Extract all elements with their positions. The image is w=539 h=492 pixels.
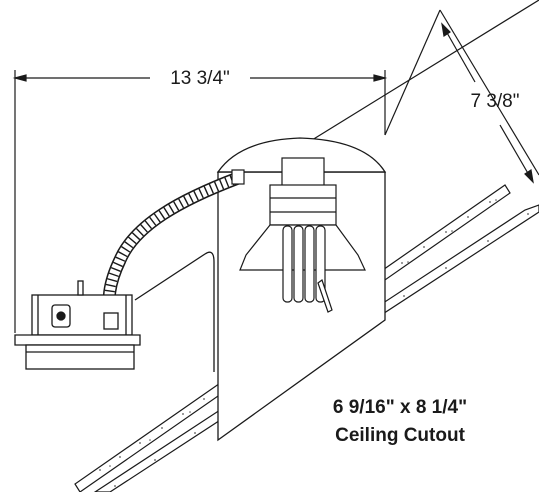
height-extension-bottom xyxy=(439,9,539,176)
socket-collar xyxy=(281,157,325,189)
conduit-connector xyxy=(231,169,245,185)
height-dimension xyxy=(384,9,539,184)
width-arrow-left xyxy=(12,74,27,82)
width-dimension-label: 13 3/4" xyxy=(170,68,230,89)
height-dimension-label: 7 3/8" xyxy=(470,91,519,112)
lamp-clip xyxy=(317,279,333,313)
height-extension-top xyxy=(384,9,441,136)
housing-dome xyxy=(216,137,387,173)
socket-body xyxy=(269,184,337,226)
cutout-size-label: 6 9/16" x 8 1/4" xyxy=(333,397,467,418)
width-dimension xyxy=(12,70,388,333)
cutout-caption: Ceiling Cutout xyxy=(335,425,465,446)
conduit-clamp xyxy=(103,312,119,330)
mounting-bracket xyxy=(134,251,215,372)
width-arrow-right xyxy=(373,74,388,82)
height-arrow-top xyxy=(441,22,451,38)
junction-box xyxy=(14,280,141,370)
junction-box-lid xyxy=(14,334,141,346)
height-arrow-bottom xyxy=(524,168,534,184)
lamp-assembly xyxy=(239,157,366,313)
